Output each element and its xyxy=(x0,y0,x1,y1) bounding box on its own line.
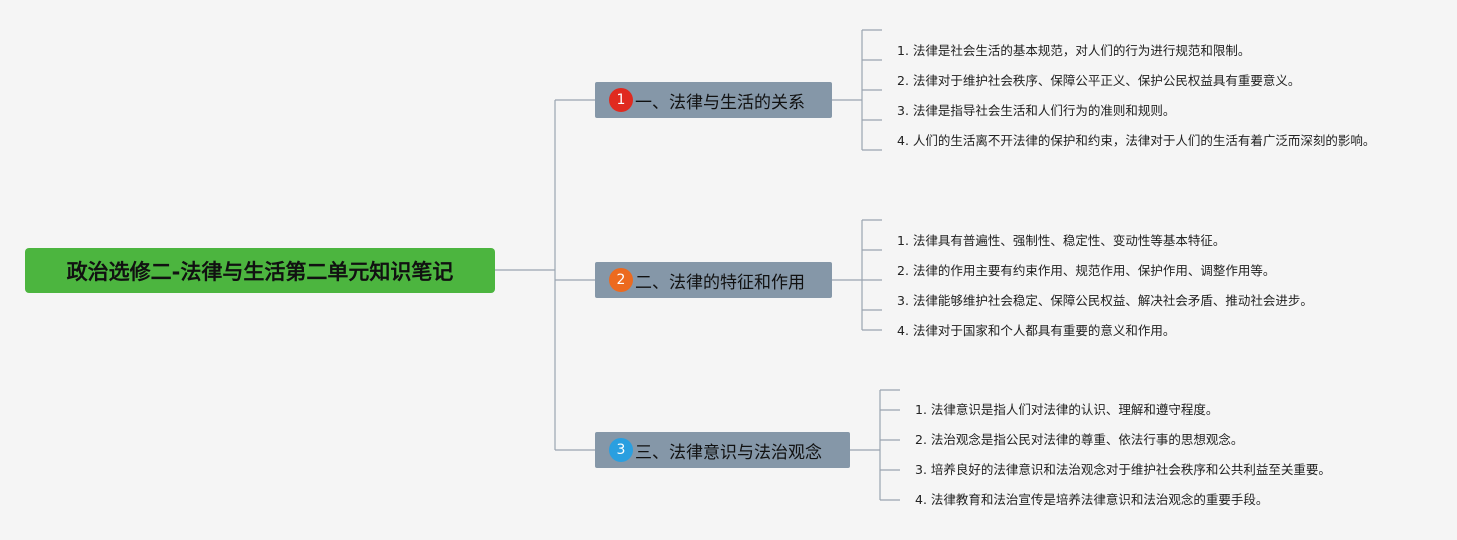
branch-topic-2-label: 二、法律的特征和作用 xyxy=(635,272,805,293)
branch-3-item-3[interactable]: 3. 培养良好的法律意识和法治观念对于维护社会秩序和公共利益至关重要。 xyxy=(915,462,1331,477)
branch-3-item-4[interactable]: 4. 法律教育和法治宣传是培养法律意识和法治观念的重要手段。 xyxy=(915,492,1269,507)
branch-1-item-3[interactable]: 3. 法律是指导社会生活和人们行为的准则和规则。 xyxy=(897,103,1176,118)
number-badge-2: 2 xyxy=(609,268,633,292)
branch-3-item-1[interactable]: 1. 法律意识是指人们对法律的认识、理解和遵守程度。 xyxy=(915,402,1219,417)
branch-3-item-2[interactable]: 2. 法治观念是指公民对法律的尊重、依法行事的思想观念。 xyxy=(915,432,1244,447)
number-badge-1: 1 xyxy=(609,88,633,112)
branch-2-item-1[interactable]: 1. 法律具有普遍性、强制性、稳定性、变动性等基本特征。 xyxy=(897,233,1226,248)
branch-topic-3[interactable]: 3 三、法律意识与法治观念 xyxy=(595,432,850,468)
branch-1-item-4[interactable]: 4. 人们的生活离不开法律的保护和约束，法律对于人们的生活有着广泛而深刻的影响。 xyxy=(897,133,1376,148)
branch-topic-1[interactable]: 1 一、法律与生活的关系 xyxy=(595,82,832,118)
branch-1-item-1[interactable]: 1. 法律是社会生活的基本规范，对人们的行为进行规范和限制。 xyxy=(897,43,1251,58)
branch-2-item-2[interactable]: 2. 法律的作用主要有约束作用、规范作用、保护作用、调整作用等。 xyxy=(897,263,1276,278)
branch-1-item-2[interactable]: 2. 法律对于维护社会秩序、保障公平正义、保护公民权益具有重要意义。 xyxy=(897,73,1301,88)
branch-2-item-4[interactable]: 4. 法律对于国家和个人都具有重要的意义和作用。 xyxy=(897,323,1176,338)
number-badge-3: 3 xyxy=(609,438,633,462)
root-topic[interactable]: 政治选修二-法律与生活第二单元知识笔记 xyxy=(25,248,495,293)
branch-2-item-3[interactable]: 3. 法律能够维护社会稳定、保障公民权益、解决社会矛盾、推动社会进步。 xyxy=(897,293,1313,308)
root-topic-label: 政治选修二-法律与生活第二单元知识笔记 xyxy=(66,259,454,284)
branch-topic-1-label: 一、法律与生活的关系 xyxy=(635,92,805,113)
branch-topic-3-label: 三、法律意识与法治观念 xyxy=(635,442,822,463)
branch-topic-2[interactable]: 2 二、法律的特征和作用 xyxy=(595,262,832,298)
